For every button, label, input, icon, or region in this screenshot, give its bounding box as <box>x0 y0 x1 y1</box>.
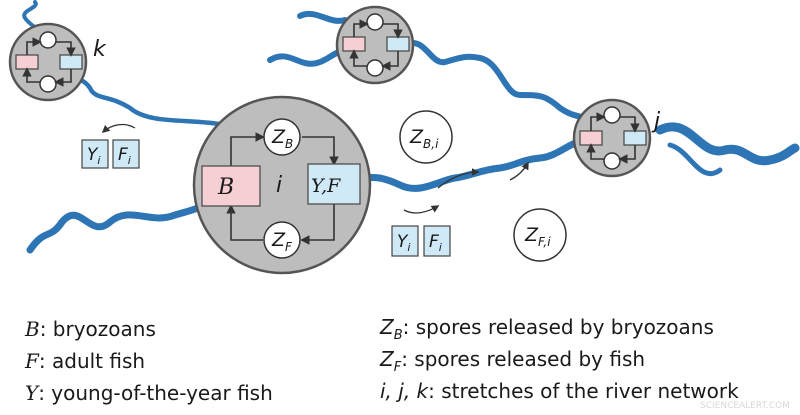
node-k: k <box>8 22 107 102</box>
svg-text:Yi: Yi <box>397 232 410 254</box>
svg-text:ZB: ZB <box>271 126 293 151</box>
river-right-branch <box>667 142 723 177</box>
river-to-k <box>67 69 228 128</box>
bryozoan-box <box>201 165 261 207</box>
legend-adult-fish: F: adult fish <box>24 349 145 373</box>
legend-zf: ZF: spores released by fish <box>379 347 645 375</box>
node-upper <box>335 5 415 85</box>
spore-flow-zbi: ZB,i <box>399 110 453 164</box>
river-j-top <box>297 10 348 24</box>
fish-box <box>307 163 361 205</box>
node-i: ZB ZF B Y,F i <box>192 95 372 275</box>
flow-labels-j: Yi Fi <box>391 225 451 257</box>
flow-labels-k: Yi Fi <box>81 139 140 169</box>
river-i-to-j <box>351 136 594 192</box>
svg-text:ZB,i: ZB,i <box>409 126 439 151</box>
node-j-label: j <box>651 109 661 134</box>
svg-text:ZF,i: ZF,i <box>524 224 551 249</box>
legend-zb: ZB: spores released by bryozoans <box>379 315 714 343</box>
spore-flow-zfi: ZF,i <box>513 208 567 262</box>
legend-young-fish: Y: young-of-the-year fish <box>25 381 273 405</box>
flow-arrows <box>101 123 529 214</box>
svg-text:Fi: Fi <box>429 232 442 254</box>
river-right <box>655 122 800 166</box>
node-i-zb-circle <box>263 118 301 156</box>
river-network <box>22 0 800 254</box>
watermark: SCIENCEALERT.COM <box>700 401 790 411</box>
node-i-zf-circle <box>263 221 301 259</box>
svg-text:Yi: Yi <box>87 145 100 167</box>
legend-ijk: i, j, k: stretches of the river network <box>380 379 739 403</box>
node-j: j <box>572 98 661 178</box>
river-left-lower <box>26 201 209 254</box>
node-i-label: i <box>276 173 282 198</box>
svg-text:ZF: ZF <box>271 229 293 254</box>
fish-symbol: Y,F <box>311 175 341 197</box>
bryozoan-symbol: B <box>217 175 234 200</box>
node-k-label: k <box>93 37 107 62</box>
legend-left: B: bryozoans F: adult fish Y: young-of-t… <box>24 317 273 405</box>
svg-text:Fi: Fi <box>118 145 131 167</box>
legend-right: ZB: spores released by bryozoans ZF: spo… <box>379 315 739 403</box>
legend-bryozoans: B: bryozoans <box>24 317 156 341</box>
